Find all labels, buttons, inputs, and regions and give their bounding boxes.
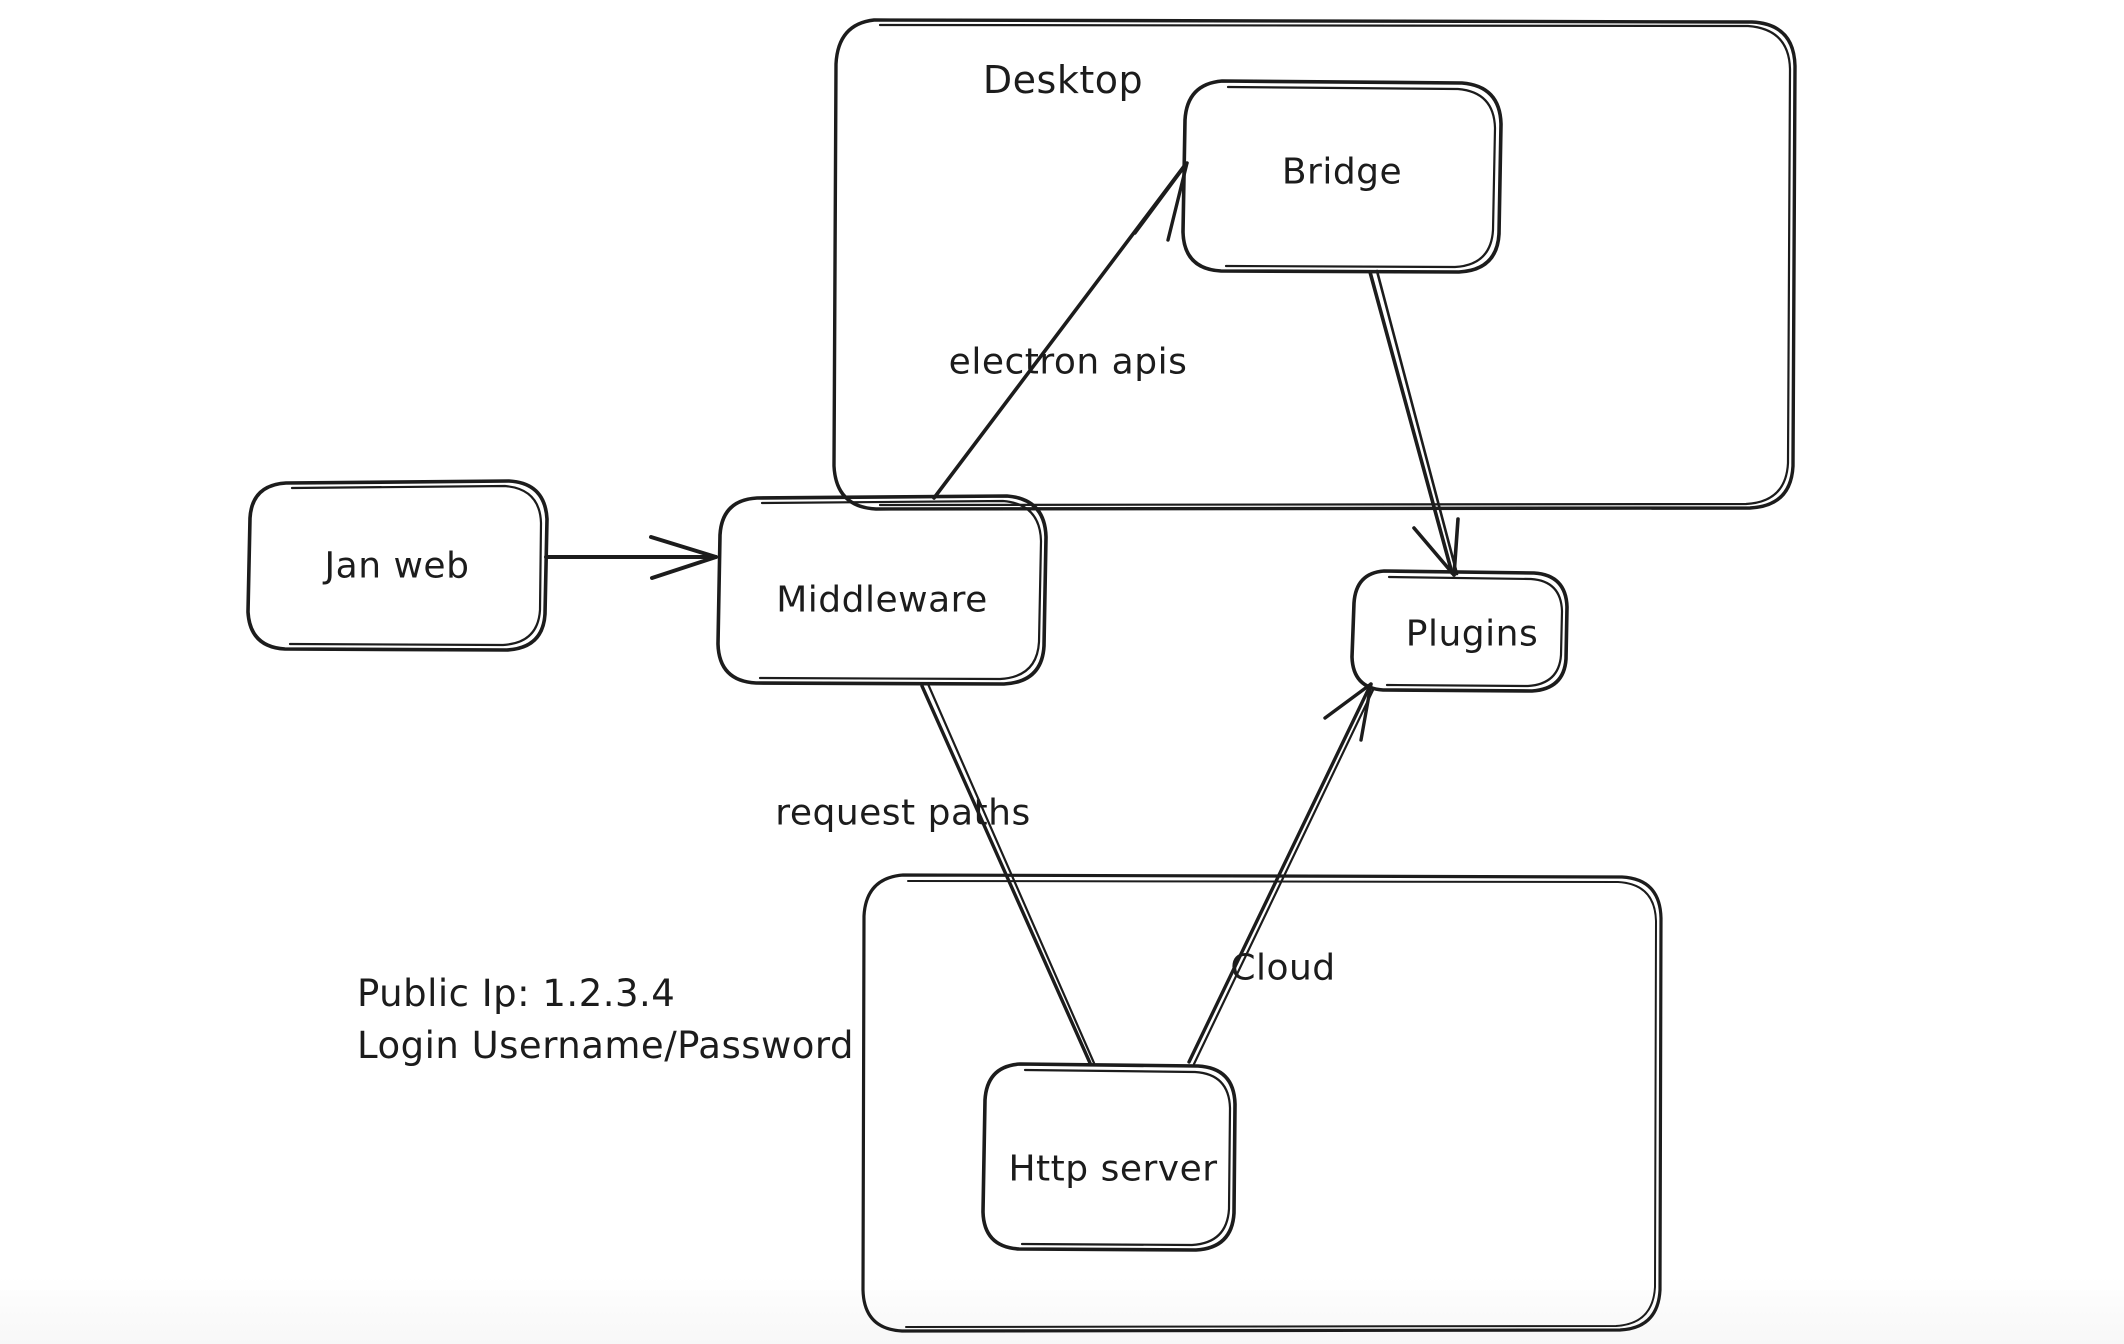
node-jan-web-outline (246, 479, 549, 652)
group-desktop-outline (832, 18, 1797, 511)
node-middleware-outline (716, 494, 1048, 686)
edge-label-electron-apis: electron apis (948, 341, 1188, 383)
group-cloud-outline (861, 873, 1663, 1333)
edge-middleware-to-bridge (932, 161, 1189, 500)
node-label-bridge[interactable]: Bridge (1281, 151, 1403, 193)
edge-label-request-paths: request paths (775, 792, 1031, 834)
edge-middleware-to-http (920, 682, 1096, 1065)
annotation-login-credentials: Login Username/Password (357, 1024, 854, 1067)
edge-http-to-plugins (1187, 682, 1376, 1066)
node-plugins-outline (1350, 569, 1569, 693)
node-label-http-server[interactable]: Http server (1008, 1148, 1218, 1190)
edge-label-cloud: Cloud (1230, 947, 1336, 989)
node-bridge-outline (1181, 79, 1503, 274)
edge-janweb-to-middleware (544, 535, 718, 580)
node-label-plugins[interactable]: Plugins (1405, 613, 1539, 655)
edge-bridge-to-plugins (1368, 269, 1460, 577)
node-http-server-outline (981, 1062, 1237, 1252)
annotation-public-ip: Public Ip: 1.2.3.4 (357, 972, 676, 1015)
node-label-middleware[interactable]: Middleware (776, 579, 988, 621)
group-label-desktop: Desktop (982, 58, 1144, 102)
node-label-jan-web[interactable]: Jan web (324, 545, 470, 587)
